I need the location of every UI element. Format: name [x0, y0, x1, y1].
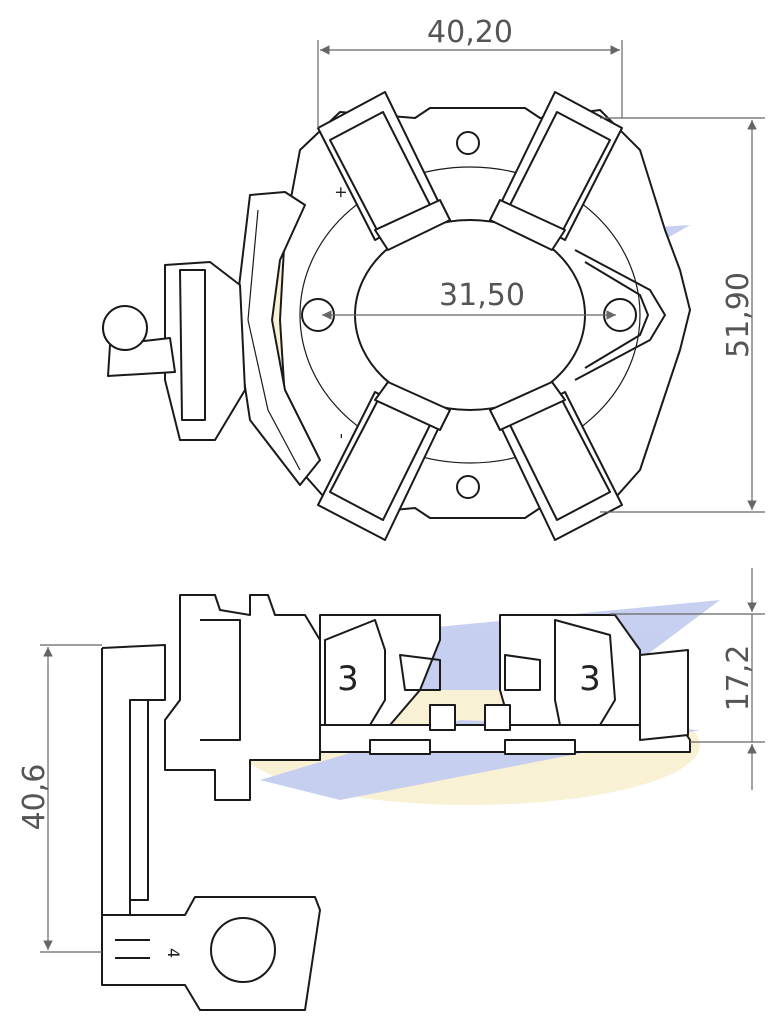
side-brush-left: 3 [319, 614, 456, 731]
side-brush-right: 3 [484, 614, 689, 741]
terminal-mark: 4 [164, 948, 183, 958]
dimension-top-height-label: 51,90 [721, 272, 756, 358]
dimension-top-width-label: 40,20 [427, 15, 513, 50]
top-view: + - [102, 91, 691, 541]
brush-left-mark: 3 [337, 659, 359, 699]
dimension-inner-span-label: 31,50 [439, 278, 525, 313]
negative-mark: - [331, 433, 350, 439]
lead-wire [101, 644, 166, 901]
dimension-side-height: 17,2 [610, 568, 765, 790]
inner-ring [299, 166, 641, 464]
brush-holder-top-right [489, 91, 623, 251]
side-clip-left [369, 739, 431, 755]
dimension-side-height-label: 17,2 [721, 645, 756, 712]
terminal-lug-hole [210, 917, 276, 983]
side-clip-right [504, 739, 576, 755]
dimension-top-height: 51,90 [600, 117, 765, 513]
positive-mark: + [331, 186, 350, 199]
brush-right-mark: 3 [579, 659, 601, 699]
brush-holder-bottom-left [317, 381, 451, 541]
brush-holder-top-left [317, 91, 451, 251]
dimension-inner-span: 31,50 [322, 278, 616, 320]
mount-hole-bottom [456, 475, 480, 499]
brush-holder-bottom-right [489, 381, 623, 541]
dimension-lead-length-label: 40,6 [17, 764, 52, 831]
terminal-ball [102, 305, 148, 351]
side-view: 4 3 3 [101, 594, 691, 1011]
mount-hole-top [456, 131, 480, 155]
spring-clip [574, 249, 666, 381]
dimension-top-width: 40,20 [317, 15, 623, 128]
dimension-lead-length: 40,6 [17, 644, 102, 953]
